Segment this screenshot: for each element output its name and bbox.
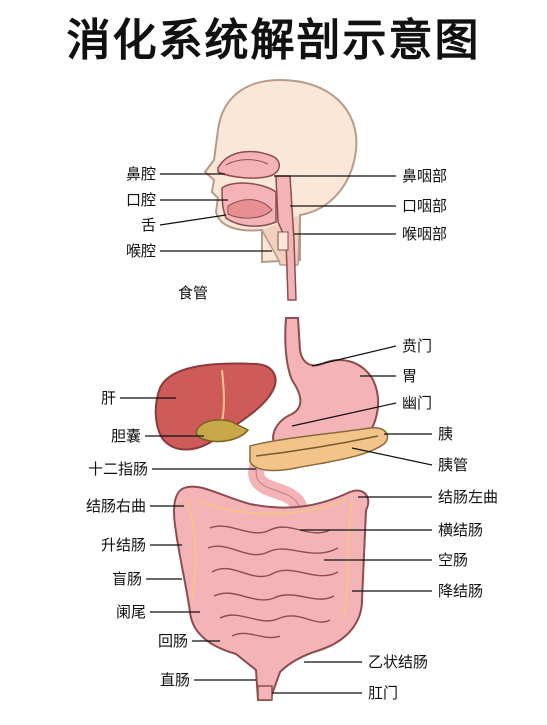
label-oral-cavity: 口腔	[125, 191, 156, 209]
liver-shape	[154, 362, 277, 451]
label-cecum: 盲肠	[111, 570, 142, 588]
label-descending-colon: 降结肠	[438, 582, 484, 600]
label-pancreas: 胰	[438, 425, 454, 443]
small-intestine	[207, 525, 339, 639]
leader-lines	[120, 173, 433, 694]
pancreas-shape	[249, 427, 389, 472]
label-pylorus: 幽门	[402, 394, 433, 412]
label-tongue: 舌	[140, 216, 156, 234]
gallbladder-shape	[195, 419, 250, 443]
label-esophagus: 食管	[178, 284, 209, 302]
label-larynx: 喉腔	[125, 242, 156, 260]
label-splenic-flexure: 结肠左曲	[438, 488, 499, 506]
label-laryngopharynx: 喉咽部	[402, 225, 448, 243]
label-nasopharynx: 鼻咽部	[402, 167, 448, 185]
label-gallbladder: 胆囊	[110, 427, 141, 445]
label-hepatic-flexure: 结肠右曲	[85, 497, 146, 515]
label-stomach: 胃	[402, 367, 418, 385]
page-title: 消化系统解剖示意图	[66, 15, 481, 66]
label-cardia: 贲门	[402, 337, 433, 355]
label-sigmoid-colon: 乙状结肠	[368, 653, 429, 671]
label-appendix: 阑尾	[115, 603, 146, 621]
label-jejunum: 空肠	[438, 551, 469, 569]
label-pancreatic-duct: 胰管	[438, 456, 469, 474]
head-illustration	[203, 78, 358, 301]
label-liver: 肝	[100, 389, 116, 407]
label-anus: 肛门	[368, 684, 399, 702]
label-ascending-colon: 升结肠	[100, 536, 146, 554]
colon-shape	[173, 485, 370, 701]
label-ileum: 回肠	[157, 632, 188, 650]
label-rectum: 直肠	[159, 671, 190, 689]
label-oropharynx: 口咽部	[402, 197, 448, 215]
label-transverse-colon: 横结肠	[438, 521, 484, 539]
label-nasal-cavity: 鼻腔	[125, 165, 156, 183]
label-duodenum: 十二指肠	[87, 460, 148, 478]
